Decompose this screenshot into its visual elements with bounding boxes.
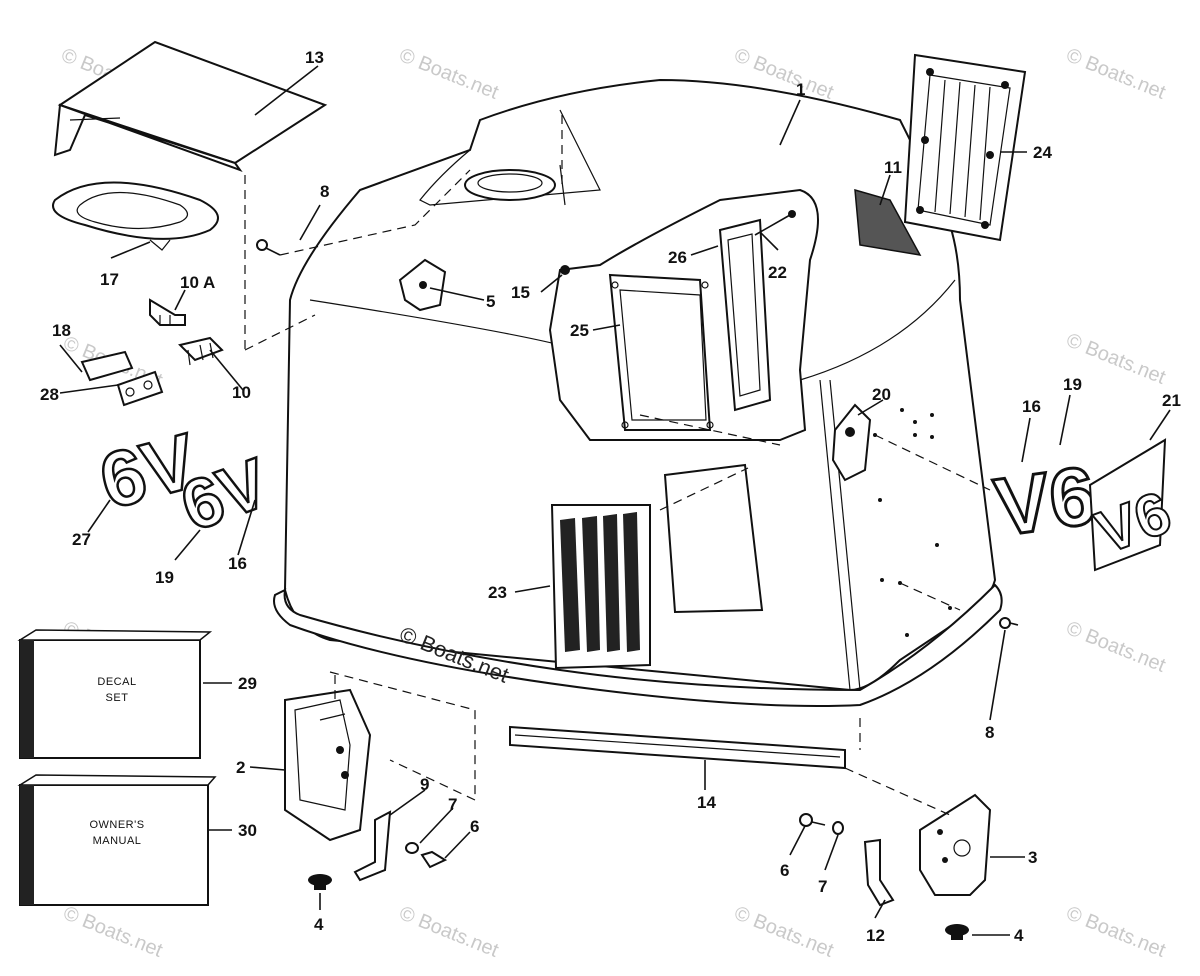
callout-29: 29 xyxy=(238,674,257,693)
callout-28: 28 xyxy=(40,385,59,404)
callout-4: 4 xyxy=(1014,926,1024,945)
grille-24 xyxy=(903,53,1027,242)
watermark: © Boats.net xyxy=(396,902,502,962)
callout-18: 18 xyxy=(52,321,71,340)
callout-6: 6 xyxy=(470,817,479,836)
assembly-lines xyxy=(244,115,991,816)
callout-3: 3 xyxy=(1028,848,1037,867)
callout-7: 7 xyxy=(448,795,457,814)
callout-30: 30 xyxy=(238,821,257,840)
bolts-washers xyxy=(405,813,844,869)
callout-19: 19 xyxy=(1063,375,1082,394)
decal-set-label-line1: DECAL xyxy=(97,676,136,688)
callout-10a: 10 A xyxy=(180,273,215,292)
callout-17: 17 xyxy=(100,270,119,289)
engine-cover xyxy=(273,78,1003,707)
emblem-v6-decal-plate xyxy=(1088,438,1167,572)
decal-small xyxy=(80,350,164,407)
emblem-v6-right-raised: V6 xyxy=(989,450,1101,554)
callout-2: 2 xyxy=(236,758,245,777)
callout-19: 19 xyxy=(155,568,174,587)
watermark: © Boats.net xyxy=(396,44,502,104)
screws xyxy=(256,239,1019,629)
callout-9: 9 xyxy=(420,775,429,794)
callout-12: 12 xyxy=(866,926,885,945)
right-emblems: V6 V6 xyxy=(988,438,1180,572)
callout-16: 16 xyxy=(228,554,247,573)
callout-14: 14 xyxy=(697,793,716,812)
callout-15: 15 xyxy=(511,283,530,302)
bracket-5 xyxy=(398,258,447,312)
callout-6: 6 xyxy=(780,861,789,880)
left-emblems: 6V 6V xyxy=(90,415,280,547)
leader-lines xyxy=(59,65,1171,936)
callout-21: 21 xyxy=(1162,391,1181,410)
decal-set-label-line2: SET xyxy=(106,692,129,704)
grommets xyxy=(308,874,969,940)
callout-11: 11 xyxy=(884,158,902,177)
latch-2 xyxy=(284,688,372,842)
callout-13: 13 xyxy=(305,48,324,67)
callout-8: 8 xyxy=(320,182,329,201)
seal-strip-14 xyxy=(509,725,846,770)
owners-manual-box: OWNER'S MANUAL xyxy=(17,774,217,906)
callout-25: 25 xyxy=(570,321,589,340)
bracket-9 xyxy=(353,810,392,882)
callout-22: 22 xyxy=(768,263,787,282)
bracket-12 xyxy=(863,838,895,907)
callout-5: 5 xyxy=(486,292,495,311)
callout-20: 20 xyxy=(872,385,891,404)
watermark: © Boats.net xyxy=(1063,902,1169,962)
callout-26: 26 xyxy=(668,248,687,267)
bracket-20 xyxy=(831,403,872,482)
owners-manual-label-line1: OWNER'S xyxy=(89,819,144,831)
latch-3 xyxy=(919,793,992,896)
decal-set-box: DECAL SET xyxy=(17,629,213,759)
gasket-ring xyxy=(52,181,219,251)
watermark: © Boats.net xyxy=(1063,617,1169,677)
callout-24: 24 xyxy=(1033,143,1052,162)
callout-27: 27 xyxy=(72,530,91,549)
callout-16: 16 xyxy=(1022,397,1041,416)
watermark: © Boats.net xyxy=(731,902,837,962)
callout-23: 23 xyxy=(488,583,507,602)
callout-4: 4 xyxy=(314,915,324,934)
callout-8: 8 xyxy=(985,723,994,742)
callout-7: 7 xyxy=(818,877,827,896)
clip-parts xyxy=(149,298,224,366)
callout-10: 10 xyxy=(232,383,251,402)
callout-1: 1 xyxy=(796,80,805,99)
watermark: © Boats.net xyxy=(60,902,166,962)
top-cover-part xyxy=(53,40,328,173)
owners-manual-label-line2: MANUAL xyxy=(93,835,142,847)
callout-labels: 1 2 3 4 4 5 6 6 7 7 8 8 9 10 10 A 11 12 … xyxy=(40,48,1181,945)
watermark: © Boats.net xyxy=(1063,44,1169,104)
